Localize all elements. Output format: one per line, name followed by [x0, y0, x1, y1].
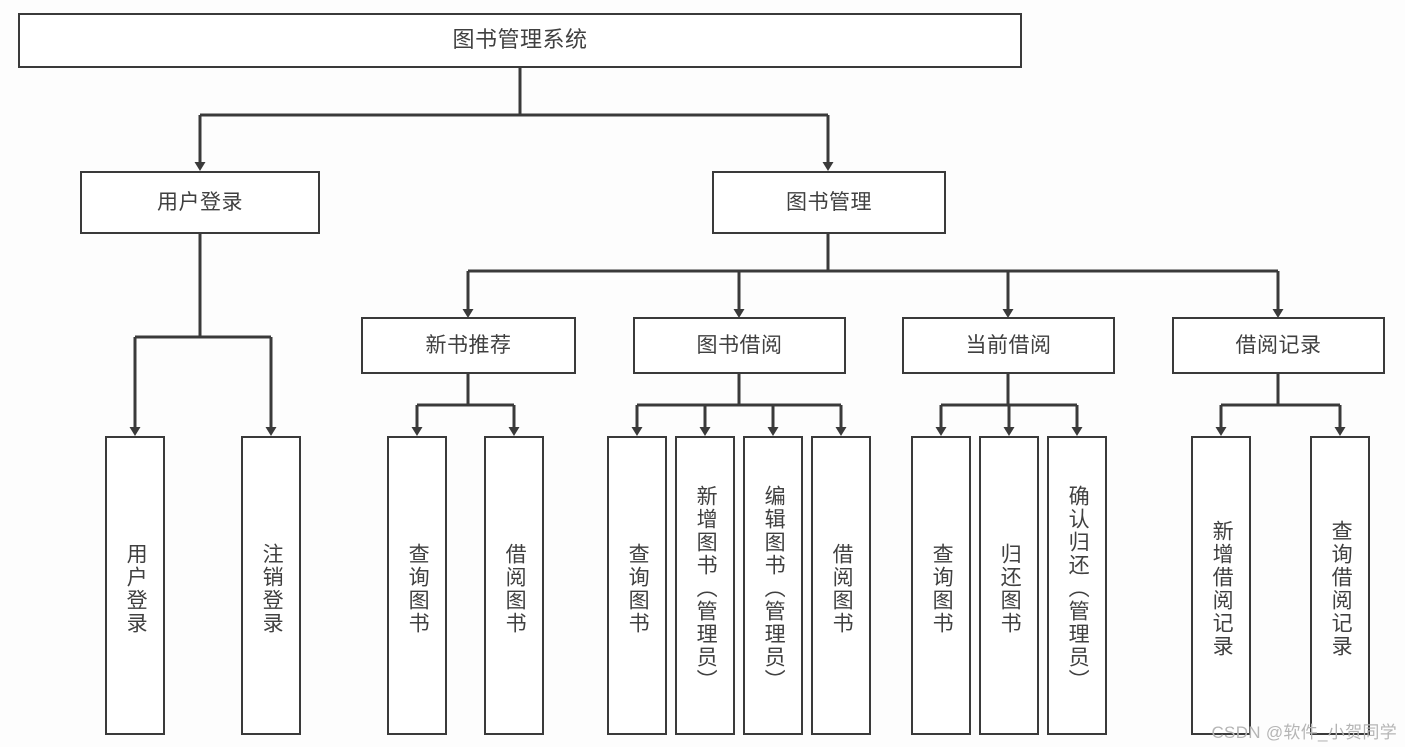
leaf-label: 确认归还（管理员） — [1066, 485, 1090, 692]
leaf-borrow-record-add-record[interactable]: 新增借阅记录 — [1191, 436, 1251, 735]
node-current-borrow[interactable]: 当前借阅 — [902, 317, 1115, 374]
leaf-current-borrow-return-book[interactable]: 归还图书 — [979, 436, 1039, 735]
leaf-current-borrow-query-book[interactable]: 查询图书 — [911, 436, 971, 735]
node-book-borrow[interactable]: 图书借阅 — [633, 317, 846, 374]
leaf-book-borrow-query-book[interactable]: 查询图书 — [607, 436, 667, 735]
leaf-book-borrow-borrow-book[interactable]: 借阅图书 — [811, 436, 871, 735]
leaf-label: 借阅图书 — [830, 542, 854, 635]
node-new-book-recommend[interactable]: 新书推荐 — [361, 317, 576, 374]
leaf-label: 查询图书 — [626, 542, 650, 635]
leaf-label: 查询图书 — [930, 542, 954, 635]
leaf-label: 借阅图书 — [503, 542, 527, 635]
leaf-label: 编辑图书（管理员） — [762, 485, 786, 692]
leaf-label: 查询图书 — [406, 542, 430, 635]
node-book-management[interactable]: 图书管理 — [712, 171, 946, 234]
node-borrow-record[interactable]: 借阅记录 — [1172, 317, 1385, 374]
leaf-book-borrow-edit-book-admin[interactable]: 编辑图书（管理员） — [743, 436, 803, 735]
leaf-current-borrow-confirm-return-admin[interactable]: 确认归还（管理员） — [1047, 436, 1107, 735]
leaf-book-borrow-add-book-admin[interactable]: 新增图书（管理员） — [675, 436, 735, 735]
leaf-new-book-query-book[interactable]: 查询图书 — [387, 436, 447, 735]
leaf-label: 查询借阅记录 — [1329, 519, 1353, 658]
leaf-user-login-login[interactable]: 用户登录 — [105, 436, 165, 735]
leaf-label: 新增图书（管理员） — [694, 485, 718, 692]
node-user-login[interactable]: 用户登录 — [80, 171, 320, 234]
leaf-label: 注销登录 — [260, 542, 284, 635]
leaf-borrow-record-query-record[interactable]: 查询借阅记录 — [1310, 436, 1370, 735]
leaf-user-login-logout[interactable]: 注销登录 — [241, 436, 301, 735]
leaf-label: 归还图书 — [998, 542, 1022, 635]
leaf-new-book-borrow-book[interactable]: 借阅图书 — [484, 436, 544, 735]
csdn-watermark: CSDN @软件_小贺同学 — [1211, 723, 1397, 742]
leaf-label: 新增借阅记录 — [1210, 519, 1234, 658]
node-root-book-management-system[interactable]: 图书管理系统 — [18, 13, 1022, 68]
leaf-label: 用户登录 — [124, 542, 148, 635]
